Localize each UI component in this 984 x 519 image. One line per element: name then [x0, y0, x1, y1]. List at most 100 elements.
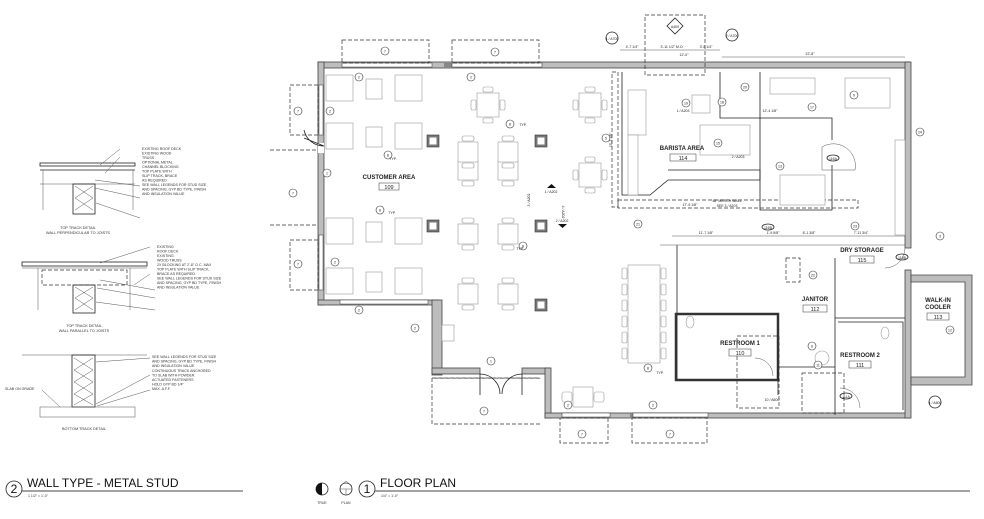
equipment: [699, 124, 751, 156]
keynote-bubble: [945, 325, 955, 335]
ladder: [785, 257, 801, 283]
room-dry-storage: DRY STORAGE 115: [840, 248, 884, 264]
keynote-bubble: [563, 400, 573, 410]
keynote-number: 8: [387, 154, 389, 158]
keynote-number: 7: [292, 192, 294, 196]
keynote-number: 19: [684, 102, 688, 106]
detail-note: TO SLAB WITH POWDER: [152, 373, 195, 377]
top-track-detail-parallel: [21, 246, 156, 314]
keynote-bubble: [354, 72, 364, 82]
lounge-chair: [394, 74, 423, 102]
column-core: [429, 222, 437, 230]
chair: [621, 283, 628, 296]
keynote-number: 7: [384, 50, 386, 54]
keynote-number: 9: [853, 94, 855, 98]
chair: [593, 391, 605, 403]
keynote-number: 13: [778, 165, 782, 169]
dining-table: [572, 386, 594, 408]
keynote-number: 2: [334, 261, 336, 265]
column-core: [537, 222, 545, 230]
svg-text:3'-5 1/4": 3'-5 1/4": [700, 45, 714, 49]
true-north-icon: TRUE: [315, 482, 329, 505]
keynote-bubble: [380, 46, 390, 56]
dimension-strings: 4'-7 1/4" 3'-11 1/2" M.O. 3'-5 1/4" 12'-…: [609, 45, 905, 237]
room-restroom-1: RESTROOM 1 110: [720, 341, 760, 357]
chair: [461, 135, 475, 142]
detail-note: CHANNEL BLOCKING: [142, 165, 179, 169]
svg-text:TYP.: TYP.: [656, 371, 663, 375]
svg-text:116B: 116B: [764, 226, 773, 230]
chair: [584, 156, 596, 163]
keynote-bubble: [330, 257, 340, 267]
dining-table: [578, 92, 602, 118]
slab-label: SLAB ON GRADE: [5, 387, 35, 391]
svg-text:17'-9 1/8": 17'-9 1/8": [683, 203, 699, 207]
svg-text:1: 1: [364, 482, 371, 496]
svg-text:COOLER: COOLER: [925, 305, 951, 311]
barista-area-walls: [611, 71, 859, 211]
equipment: [627, 134, 639, 196]
svg-text:TYP.: TYP.: [388, 211, 395, 215]
back-of-house-walls: [660, 143, 906, 415]
column-core: [537, 137, 545, 145]
chair: [501, 244, 515, 251]
svg-text:114: 114: [679, 156, 688, 162]
equipment: [769, 77, 816, 95]
keynote-bubble: [681, 98, 691, 108]
chair: [621, 299, 628, 312]
svg-text:FLOOR PLAN: FLOOR PLAN: [380, 476, 456, 490]
svg-text:1 / A600: 1 / A600: [929, 401, 942, 405]
keynote-bubble: [713, 138, 723, 148]
chair: [501, 180, 515, 187]
structural-columns: [426, 134, 548, 312]
room-janitor: JANITOR 112: [802, 297, 829, 313]
furniture: [325, 74, 906, 408]
detail-caption: TOP TRACK DETAIL: [60, 226, 96, 230]
dining-table: [476, 92, 500, 118]
keynote-bubble: [717, 97, 727, 107]
detail-caption: BOTTOM TRACK DETAIL: [62, 427, 106, 431]
chair: [660, 299, 667, 312]
svg-text:1'-9 5/8": 1'-9 5/8": [767, 231, 781, 235]
room-customer-area: CUSTOMER AREA 109: [363, 175, 416, 191]
keynote-number: 17: [810, 106, 814, 110]
detail-note: TOP PLATE WITH SLIP TRACK,: [157, 268, 209, 272]
detail-note: WOOD TRUSS: [157, 259, 182, 263]
svg-text:1 / A203: 1 / A203: [677, 109, 690, 113]
detail-note: BRACE AS REQUIRED: [157, 272, 195, 276]
keynote-bubble: [633, 219, 643, 229]
detail-caption: TOP TRACK DETAIL: [66, 324, 102, 328]
keynote-bubble: [850, 221, 860, 231]
keynote-number: 8: [509, 123, 511, 127]
equipment: [691, 94, 711, 114]
keynote-number: 23: [853, 225, 857, 229]
keynote-bubble: [375, 205, 385, 215]
chair: [621, 315, 628, 328]
svg-text:A400: A400: [671, 25, 679, 29]
svg-text:2 / A203: 2 / A203: [732, 155, 745, 159]
keynote-bubble: [813, 360, 823, 370]
chair: [561, 391, 573, 403]
svg-text:11'-7 1/8": 11'-7 1/8": [699, 231, 714, 235]
detail-note: AND INSULATION VALUE: [142, 192, 185, 196]
room-barista-area: BARISTA AREA 114: [660, 146, 705, 162]
keynote-number: 11: [816, 364, 820, 368]
keynote-bubble: [490, 47, 500, 57]
keynote-bubble: [648, 400, 658, 410]
chair: [461, 244, 475, 251]
svg-text:TRUE: TRUE: [317, 501, 327, 505]
keynote-bubble: [410, 323, 420, 333]
svg-text:113: 113: [934, 315, 943, 321]
chair: [621, 331, 628, 344]
keynote-number: 8: [647, 367, 649, 371]
keynote-number: 8: [379, 209, 381, 213]
equipment: [627, 89, 647, 136]
svg-text:111A: 111A: [842, 395, 850, 399]
side-table: [365, 126, 383, 148]
keynote-number: 22: [811, 274, 815, 278]
detail-note: SLIP TRACK, BRACE: [142, 174, 178, 178]
keynote-number: 2: [652, 404, 654, 408]
dining-table: [457, 283, 479, 305]
chair: [660, 283, 667, 296]
keynote-number: 8: [522, 245, 524, 249]
